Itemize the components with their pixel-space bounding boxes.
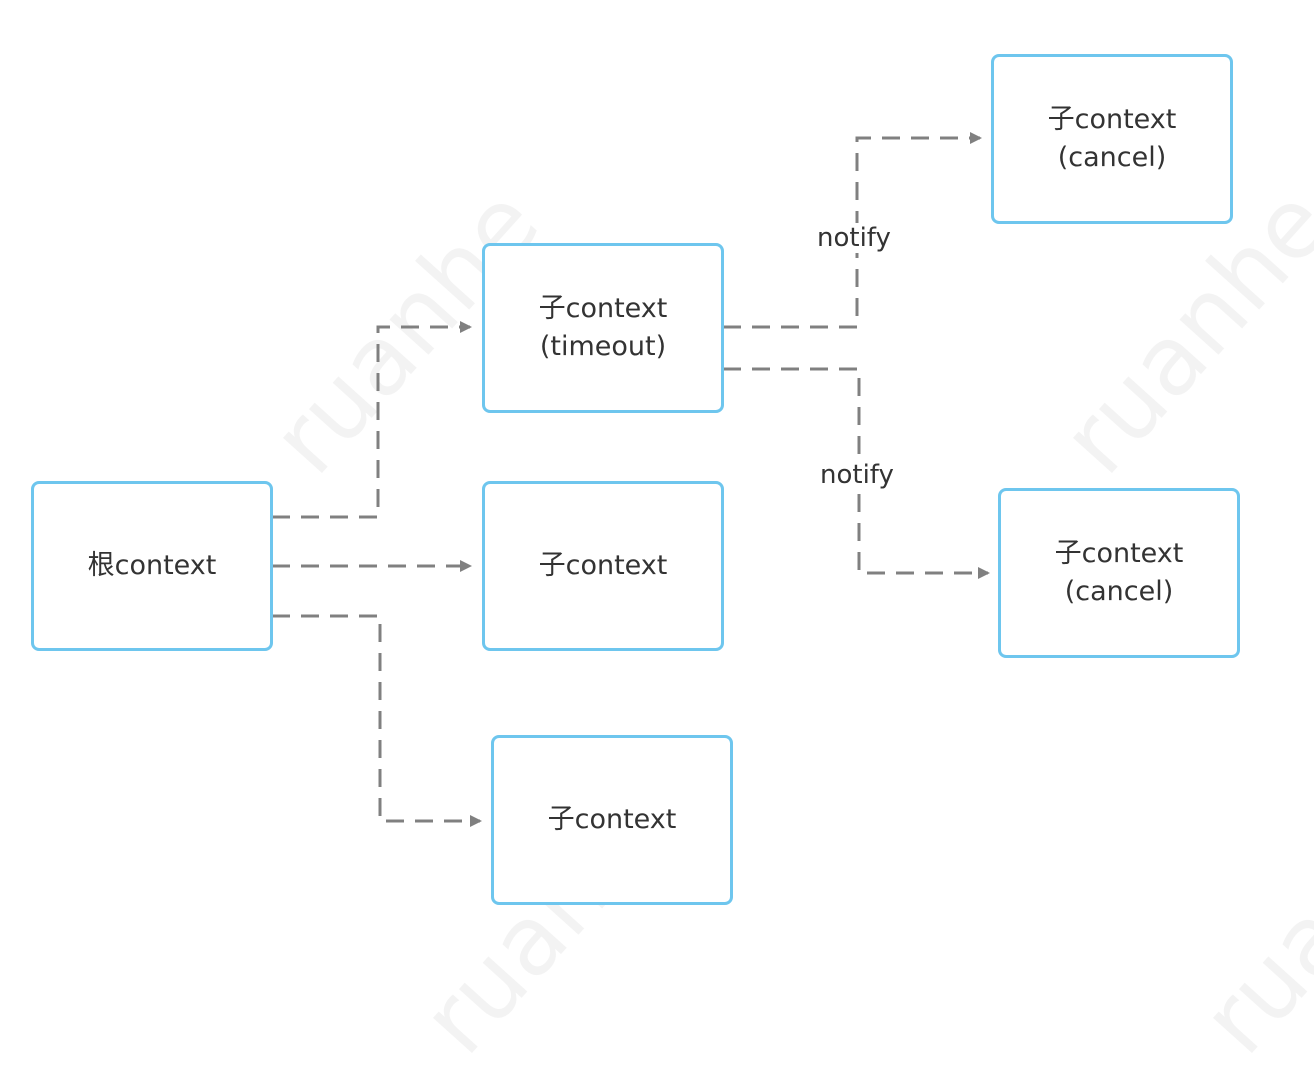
connector-root-to-bottom bbox=[272, 614, 482, 827]
node-label: 子context bbox=[538, 293, 668, 324]
root-context-node[interactable]: 根context bbox=[31, 481, 273, 651]
node-label: 子context bbox=[547, 804, 677, 835]
node-sublabel: (cancel) bbox=[1057, 142, 1167, 173]
notify-label-top: notify bbox=[815, 223, 893, 253]
bottom-child-context-node[interactable]: 子context bbox=[491, 735, 733, 905]
node-label: 根context bbox=[87, 550, 217, 581]
node-label: 子context bbox=[1047, 104, 1177, 135]
connector-root-to-timeout bbox=[272, 321, 472, 519]
node-label: 子context bbox=[1054, 538, 1184, 569]
middle-child-context-node[interactable]: 子context bbox=[482, 481, 724, 651]
node-sublabel: (timeout) bbox=[539, 331, 667, 362]
node-label: 子context bbox=[538, 550, 668, 581]
connector-timeout-to-cancel-top bbox=[723, 132, 982, 329]
node-sublabel: (cancel) bbox=[1064, 576, 1174, 607]
notify-label-bottom: notify bbox=[818, 460, 896, 490]
cancel-child-context-node-top[interactable]: 子context (cancel) bbox=[991, 54, 1233, 224]
cancel-child-context-node-bottom[interactable]: 子context (cancel) bbox=[998, 488, 1240, 658]
timeout-child-context-node[interactable]: 子context (timeout) bbox=[482, 243, 724, 413]
